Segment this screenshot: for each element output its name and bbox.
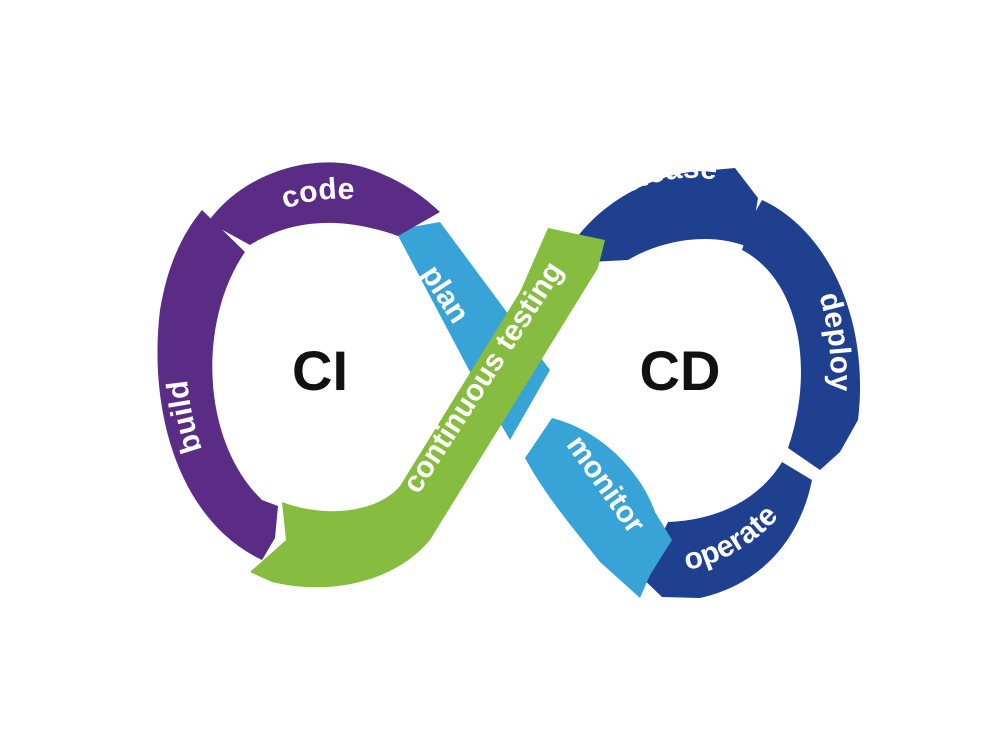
continuous-testing-segment [250, 228, 605, 588]
monitor-segment [525, 418, 672, 598]
release-segment [575, 168, 758, 262]
build-segment [157, 210, 278, 560]
cd-label: CD [640, 339, 721, 402]
operate-segment [636, 462, 812, 598]
deploy-segment [742, 200, 861, 470]
code-segment [208, 162, 440, 245]
ci-label: CI [292, 339, 348, 402]
